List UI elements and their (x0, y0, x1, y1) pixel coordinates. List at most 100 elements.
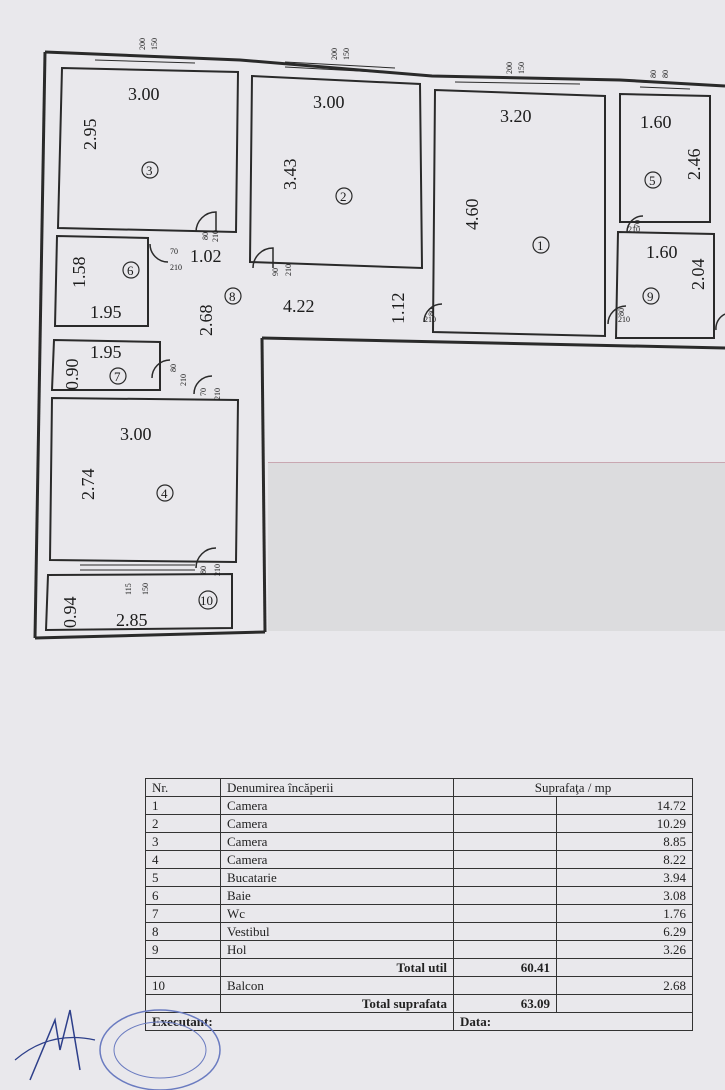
cell-nr: 2 (145, 814, 221, 833)
total-suprafata-value: 63.09 (453, 994, 557, 1013)
door-label: 210 (213, 388, 222, 400)
executant-label: Executant: (145, 1012, 454, 1031)
cell-name: Camera (220, 796, 454, 815)
room-8-width: 4.22 (283, 296, 315, 316)
cell-empty (453, 922, 557, 941)
total-suprafata-row: Total suprafata 63.09 (145, 994, 693, 1013)
window-label: 115 (124, 583, 133, 595)
cell-nr: 4 (145, 850, 221, 869)
door-label: 210 (179, 374, 188, 386)
room-7-width: 1.95 (90, 342, 122, 362)
cell-empty (453, 976, 557, 995)
cell-name: Baie (220, 886, 454, 905)
door-label: 90 (271, 268, 280, 276)
door-label: 210 (424, 315, 436, 324)
room-number-5: 5 (649, 173, 656, 188)
door-label: 210 (284, 264, 293, 276)
door-label: 210 (618, 315, 630, 324)
door-label: 70 (633, 220, 642, 228)
redacted-area (268, 463, 725, 631)
door-label: 80 (427, 308, 436, 316)
room-2-height: 3.43 (280, 159, 300, 191)
room-number-3: 3 (146, 163, 153, 178)
room-9-width: 1.60 (646, 242, 678, 262)
room-6-width: 1.95 (90, 302, 122, 322)
header-nr: Nr. (145, 778, 221, 797)
door-label: 210 (213, 564, 222, 576)
door-label: 210 (628, 225, 640, 234)
room-5-height: 2.46 (684, 149, 704, 181)
area-table: Nr. Denumirea încăperii Suprafaţa / mp 1… (145, 778, 693, 1031)
door-label: 80 (169, 364, 178, 372)
footer-row: Executant: Data: (145, 1012, 693, 1031)
header-area: Suprafaţa / mp (453, 778, 693, 797)
total-util-value: 60.41 (453, 958, 557, 977)
cell-area: 8.22 (556, 850, 693, 869)
cell-name: Bucatarie (220, 868, 454, 887)
cell-name: Wc (220, 904, 454, 923)
room-number-2: 2 (340, 189, 347, 204)
room-number-6: 6 (127, 263, 134, 278)
cell-name: Camera (220, 832, 454, 851)
cell-nr: 7 (145, 904, 221, 923)
cell-area: 8.85 (556, 832, 693, 851)
room-8-height: 2.68 (196, 305, 216, 337)
cell-empty (453, 832, 557, 851)
door-label: 210 (170, 263, 182, 272)
cell-empty (453, 940, 557, 959)
room-7-height: 0.90 (62, 359, 82, 391)
room-number-1: 1 (537, 238, 544, 253)
cell-empty (556, 958, 693, 977)
door-label: 70 (170, 247, 178, 256)
stamp-and-signature (14, 1009, 221, 1090)
windows (80, 53, 691, 571)
room-number-10: 10 (200, 593, 213, 608)
room-1-width: 3.20 (500, 106, 532, 126)
door-label: 210 (211, 230, 220, 242)
window-label: 150 (342, 48, 351, 60)
cell-area: 3.94 (556, 868, 693, 887)
data-label: Data: (453, 1012, 693, 1031)
room-9-height: 2.04 (688, 259, 708, 291)
cell-area: 1.76 (556, 904, 693, 923)
room-5-width: 1.60 (640, 112, 672, 132)
room-10-height: 0.94 (60, 597, 80, 629)
room-6-height: 1.58 (69, 257, 89, 289)
cell-name: Camera (220, 814, 454, 833)
cell-nr: 6 (145, 886, 221, 905)
cell-area: 14.72 (556, 796, 693, 815)
header-name: Denumirea încăperii (220, 778, 454, 797)
window-label: 80 (661, 70, 670, 78)
room-3-width: 3.00 (128, 84, 160, 104)
room-4-width: 3.00 (120, 424, 152, 444)
door-label: 80 (617, 308, 626, 316)
cell-empty (453, 814, 557, 833)
room-outlines (44, 66, 715, 632)
room-4-height: 2.74 (78, 469, 98, 501)
cell-area: 2.68 (556, 976, 693, 995)
cell-empty (145, 958, 221, 977)
total-suprafata-label: Total suprafata (220, 994, 454, 1013)
room-number-7: 7 (114, 369, 121, 384)
cell-name: Balcon (220, 976, 454, 995)
cell-empty (453, 904, 557, 923)
table-header-row: Nr. Denumirea încăperii Suprafaţa / mp (145, 778, 693, 797)
cell-area: 6.29 (556, 922, 693, 941)
cell-nr: 3 (145, 832, 221, 851)
door-label: 70 (199, 388, 208, 396)
window-label: 150 (150, 38, 159, 50)
door-label: 80 (201, 232, 210, 240)
room-3-height: 2.95 (80, 119, 100, 151)
cell-nr: 8 (145, 922, 221, 941)
room-number-4: 4 (161, 486, 168, 501)
window-label: 150 (517, 62, 526, 74)
total-util-row: Total util 60.41 (145, 958, 693, 977)
cell-nr: 9 (145, 940, 221, 959)
room-10-width: 2.85 (116, 610, 148, 630)
